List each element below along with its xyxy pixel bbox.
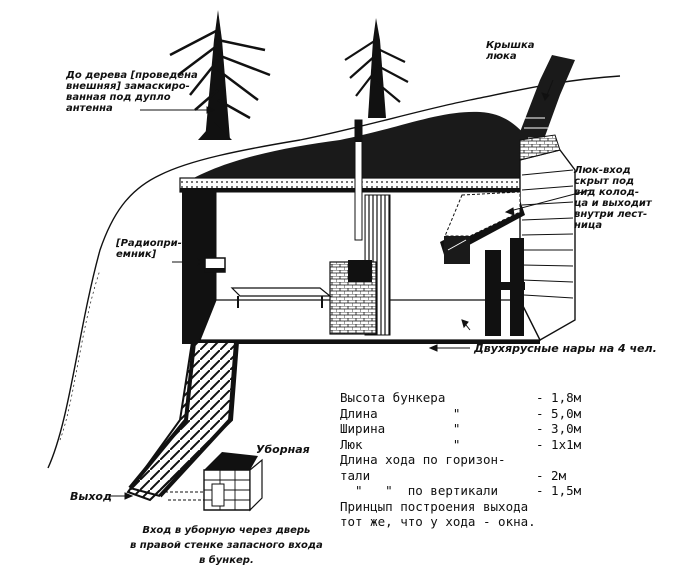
spec-name: Ширина " (340, 421, 461, 436)
bunker-right-wall (519, 134, 576, 341)
spec-name: Принцып построения выхода (340, 498, 529, 514)
spec-value: - 3,0м (536, 421, 582, 436)
toilet-entry-label: Вход в уборную через дверь в правой стен… (130, 525, 323, 566)
ground-line (47, 75, 621, 469)
spec-name: Высота бункера (340, 390, 446, 405)
exit-label: Выход (70, 490, 112, 503)
spec-value: - 1,8м (536, 390, 582, 405)
leader-lines (110, 79, 591, 500)
spec-value: - 1х1м (536, 436, 582, 452)
radio-label: [Радиопри- емник] (116, 238, 182, 260)
spec-name: тали (340, 467, 371, 483)
hatch-cover-label: Крышка люка (486, 40, 535, 62)
bunk-beds (440, 191, 525, 336)
exit-passage (126, 341, 240, 502)
spec-name: Длина " (340, 405, 461, 421)
antenna-label: До дерева [проведена внешняя] замаскиро-… (66, 70, 198, 114)
spec-name: Длина хода по горизон- (340, 452, 506, 467)
table (230, 287, 332, 308)
toilet-outhouse (165, 452, 263, 512)
spec-value: - 5,0м (536, 405, 582, 421)
hatch-shaft (515, 55, 575, 150)
right-tree (344, 18, 409, 118)
bunks-label: Двухярусные нары на 4 чел. (474, 342, 657, 355)
hatch-entrance-label: Люк-вход скрыт под вид колод- ца и выход… (574, 165, 652, 231)
spec-value: - 1,5м (536, 483, 582, 498)
spec-name: " " по вертикали (340, 483, 499, 498)
spec-name: тот же, что у хода - окна. (340, 514, 536, 529)
spec-value: - 2м (536, 467, 567, 483)
toilet-label: Уборная (256, 443, 310, 456)
spec-name: Люк " (340, 436, 461, 452)
left-tree (169, 10, 271, 140)
